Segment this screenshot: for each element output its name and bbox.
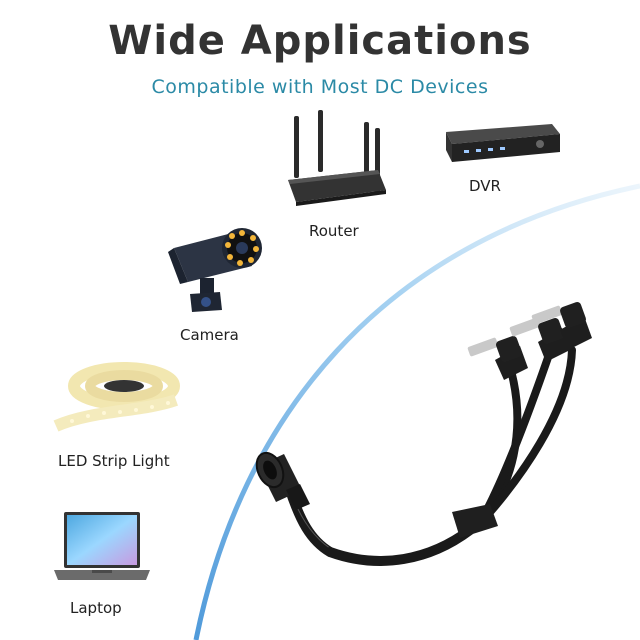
device-label-router: Router xyxy=(309,222,359,240)
dvr-icon xyxy=(446,124,560,162)
device-label-dvr: DVR xyxy=(469,177,501,195)
router-icon xyxy=(288,110,386,206)
device-label-laptop: Laptop xyxy=(70,599,122,617)
page-title: Wide Applications xyxy=(108,18,532,64)
device-label-led-strip: LED Strip Light xyxy=(58,452,170,470)
device-label-camera: Camera xyxy=(180,326,239,344)
led-strip-icon xyxy=(53,362,180,432)
splitter-cable-icon xyxy=(255,302,592,566)
laptop-icon xyxy=(54,512,150,580)
camera-icon xyxy=(168,228,262,312)
page-subtitle: Compatible with Most DC Devices xyxy=(151,76,489,98)
